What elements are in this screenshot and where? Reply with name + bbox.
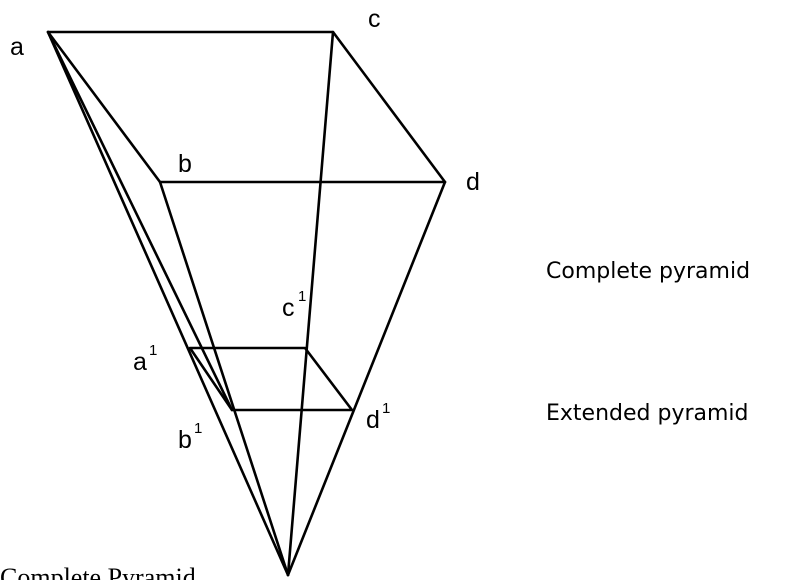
label-c1-superscript: 1 [298,288,306,305]
label-d1: d [366,406,380,434]
extended-pyramid-label: Extended pyramid [546,401,749,426]
small-base [188,346,354,412]
label-c1: c [282,294,295,322]
label-b1: b [178,426,192,454]
lateral-edge-c [286,30,335,577]
lateral-edge-b [158,180,290,577]
label-a1: a [133,348,147,376]
label-d1-superscript: 1 [382,400,390,417]
lateral-edge-d [286,180,447,577]
caption: Complete Pyramid [0,563,196,580]
label-b1-superscript: 1 [194,420,202,437]
label-c: c [368,5,381,33]
label-a1-superscript: 1 [149,342,157,359]
complete-pyramid-label: Complete pyramid [546,259,750,284]
lateral-edge-a [46,30,290,577]
label-a: a [10,33,24,61]
label-b: b [178,150,192,178]
top-base [46,30,447,184]
label-d: d [466,168,480,196]
